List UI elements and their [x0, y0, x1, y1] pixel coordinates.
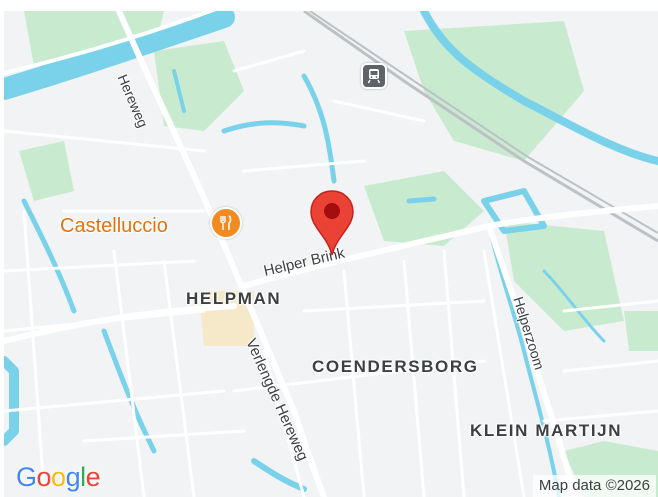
area-label-helpman: HELPMAN: [186, 289, 282, 308]
canal-northeast: [420, 11, 658, 165]
canal-north: [4, 11, 235, 100]
train-station-icon[interactable]: [361, 63, 387, 89]
area-label-klein-martijn: KLEIN MARTIJN: [470, 421, 623, 440]
canal-southwest: [4, 356, 19, 446]
railway: [303, 11, 658, 243]
canal-helperzoom: [487, 224, 561, 497]
poi-label-castelluccio[interactable]: Castelluccio: [60, 215, 168, 237]
park-center: [364, 171, 484, 246]
road-north-bridge: [4, 11, 217, 75]
google-logo[interactable]: Google: [16, 462, 101, 492]
canal-west: [21, 198, 77, 314]
map-pin-icon[interactable]: [308, 189, 356, 262]
pond-east: [481, 188, 547, 234]
road-west: [4, 303, 237, 344]
minor-roads: [4, 49, 658, 497]
park-north-hereweg: [154, 41, 244, 131]
park-west: [19, 141, 74, 201]
canal-north-center: [301, 73, 337, 184]
map-attribution[interactable]: Map data ©2026: [532, 475, 656, 497]
restaurant-icon[interactable]: [210, 207, 242, 239]
pond-north: [172, 69, 186, 113]
waterways: [4, 11, 658, 497]
park-east-small: [624, 311, 658, 351]
pond-park: [406, 196, 437, 204]
canal-south: [251, 458, 307, 492]
ditch-east: [542, 269, 606, 343]
park-east: [504, 221, 624, 331]
road-hereweg: [116, 11, 327, 497]
canal-hereweg-north: [221, 120, 307, 134]
map-canvas[interactable]: Hereweg Helper Brink Verlengde Hereweg H…: [4, 11, 658, 497]
road-helperzoom: [486, 223, 577, 497]
park-northeast: [404, 21, 584, 161]
area-label-coendersborg: COENDERSBORG: [312, 357, 479, 376]
canal-southwest-2: [101, 328, 157, 454]
main-roads: [4, 11, 658, 497]
